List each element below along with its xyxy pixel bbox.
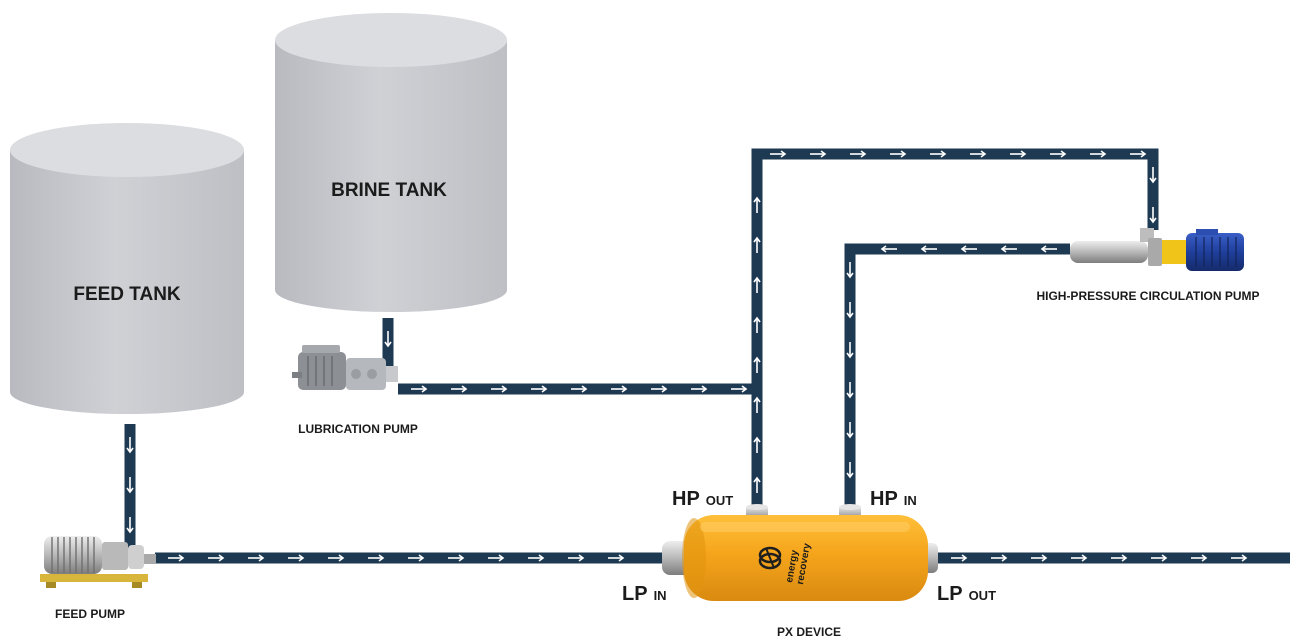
flow-arrow-head bbox=[820, 150, 827, 158]
feed-tank: FEED TANK bbox=[10, 123, 244, 414]
flow-arrow-head bbox=[701, 385, 708, 393]
flow-arrow-head bbox=[501, 385, 508, 393]
flow-arrow-head bbox=[1140, 150, 1147, 158]
pipe-network bbox=[124, 148, 1290, 564]
flow-arrow-head bbox=[920, 245, 927, 253]
flow-arrow-head bbox=[846, 392, 854, 399]
flow-arrow-head bbox=[541, 385, 548, 393]
feed-pump: FEED PUMP bbox=[40, 536, 156, 621]
hp-circulation-pump: HIGH-PRESSURE CIRCULATION PUMP bbox=[1036, 228, 1260, 303]
flow-arrow-head bbox=[753, 356, 761, 363]
lubrication-pump-label: LUBRICATION PUMP bbox=[298, 422, 418, 436]
flow-arrow-head bbox=[458, 554, 465, 562]
flow-arrow-head bbox=[621, 385, 628, 393]
feed-pump-label: FEED PUMP bbox=[55, 607, 125, 621]
flow-arrow-head bbox=[1100, 150, 1107, 158]
flow-arrow-head bbox=[1121, 554, 1128, 562]
flow-arrow-head bbox=[960, 245, 967, 253]
flow-arrow-head bbox=[418, 554, 425, 562]
flow-arrow-head bbox=[940, 150, 947, 158]
flow-arrow-head bbox=[538, 554, 545, 562]
flow-arrow-head bbox=[661, 385, 668, 393]
flow-arrow-head bbox=[218, 554, 225, 562]
flow-arrow-head bbox=[900, 150, 907, 158]
flow-arrow-head bbox=[1241, 554, 1248, 562]
flow-arrow-head bbox=[578, 554, 585, 562]
brine-tank: BRINE TANK bbox=[275, 13, 507, 312]
flow-arrow-head bbox=[753, 196, 761, 203]
flow-arrow-head bbox=[178, 554, 185, 562]
brine-tank-label: BRINE TANK bbox=[331, 180, 447, 201]
flow-arrow-head bbox=[126, 487, 134, 494]
flow-arrow-head bbox=[780, 150, 787, 158]
flow-arrow-head bbox=[846, 352, 854, 359]
flow-arrow-head bbox=[384, 341, 392, 348]
flow-arrow-head bbox=[860, 150, 867, 158]
pipe-hp-circulation-return bbox=[844, 243, 1070, 506]
flow-arrow-head bbox=[338, 554, 345, 562]
flow-arrow-head bbox=[753, 276, 761, 283]
lubrication-pump: LUBRICATION PUMP bbox=[292, 345, 418, 436]
flow-arrow-head bbox=[1161, 554, 1168, 562]
flow-arrow-head bbox=[378, 554, 385, 562]
flow-arrow-head bbox=[846, 472, 854, 479]
flow-arrow-head bbox=[1149, 177, 1157, 184]
flow-arrow-head bbox=[1201, 554, 1208, 562]
flow-arrow-head bbox=[498, 554, 505, 562]
flow-arrow-head bbox=[741, 385, 748, 393]
flow-arrow-head bbox=[753, 476, 761, 483]
flow-arrow-head bbox=[753, 236, 761, 243]
flow-arrow-head bbox=[880, 245, 887, 253]
flow-arrow-head bbox=[618, 554, 625, 562]
flow-arrow-head bbox=[753, 436, 761, 443]
flow-arrow-head bbox=[846, 312, 854, 319]
flow-arrow-head bbox=[1000, 245, 1007, 253]
energy-recovery-logo-icon bbox=[758, 546, 782, 570]
px-device-label: PX DEVICE bbox=[777, 625, 841, 639]
flow-arrow-head bbox=[980, 150, 987, 158]
flow-arrow-head bbox=[1081, 554, 1088, 562]
flow-arrow-head bbox=[1149, 217, 1157, 224]
flow-arrow-head bbox=[1040, 245, 1047, 253]
flow-arrow-head bbox=[1060, 150, 1067, 158]
flow-arrow-head bbox=[126, 447, 134, 454]
feed-tank-label: FEED TANK bbox=[73, 284, 181, 305]
flow-arrow-head bbox=[258, 554, 265, 562]
flow-arrow-head bbox=[846, 272, 854, 279]
flow-arrow-head bbox=[126, 527, 134, 534]
flow-arrow-head bbox=[1001, 554, 1008, 562]
flow-arrow-head bbox=[421, 385, 428, 393]
flow-arrow-head bbox=[753, 316, 761, 323]
flow-arrow-head bbox=[961, 554, 968, 562]
flow-arrow-head bbox=[298, 554, 305, 562]
flow-arrow-head bbox=[846, 432, 854, 439]
hp-circulation-pump-label: HIGH-PRESSURE CIRCULATION PUMP bbox=[1036, 289, 1259, 303]
pipe-hp-out-riser bbox=[751, 148, 1159, 506]
flow-arrow-head bbox=[1041, 554, 1048, 562]
flow-arrow-head bbox=[461, 385, 468, 393]
px-device: energy recovery PX DEVICE bbox=[662, 504, 938, 639]
flow-arrow-head bbox=[581, 385, 588, 393]
flow-arrow-head bbox=[1020, 150, 1027, 158]
flow-arrow-head bbox=[753, 396, 761, 403]
